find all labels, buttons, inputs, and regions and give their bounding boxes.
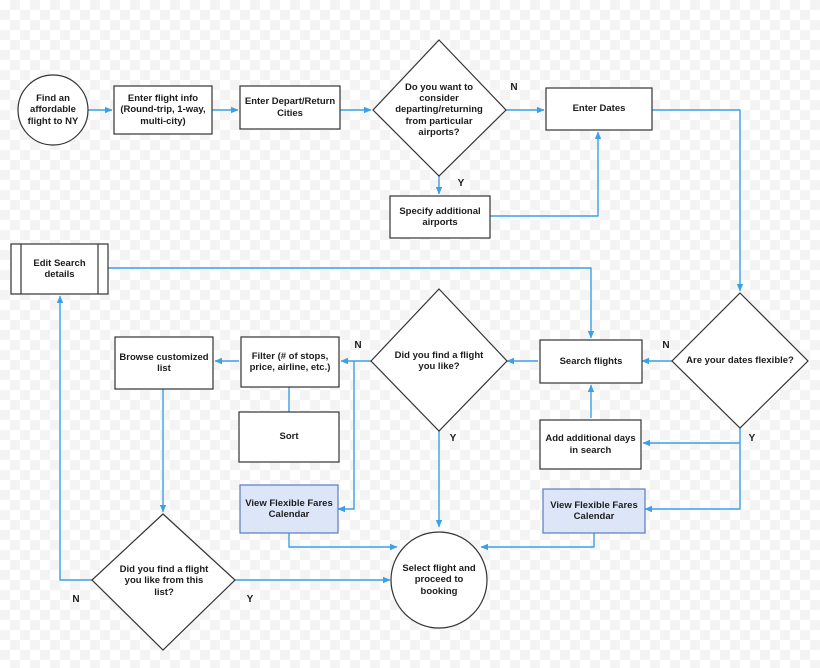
edge-enter-dates-to-dates-flexible [652,109,744,292]
airports-decision-shape [372,39,507,177]
flex-calendar-left-shape [239,484,339,534]
edge-edit-search-to-search [108,267,595,339]
flight-decision-label: Did you find a flight you like? [394,349,484,372]
depart-return-label: Enter Depart/Return Cities [244,96,336,119]
edit-search-shape [10,243,109,295]
sort-shape [238,411,340,463]
list-no-label: N [72,594,80,605]
dates-flexible-shape [671,292,809,429]
browse-list-label: Browse customized list [119,351,209,374]
edge-dates-flexible-yes-to-flex-calendar-right [644,443,741,513]
browse-list-shape [114,336,214,390]
edge-flight-decision-no-to-flex-calendar-left [337,361,355,513]
filter-label: Filter (# of stops, price, airline, etc.… [249,350,331,373]
flight-decision-shape [370,288,508,432]
flexible-no-label: N [662,340,670,351]
flex-calendar-right-label: View Flexible Fares Calendar [550,499,638,522]
start-shape [17,74,89,146]
enter-dates-shape [545,87,653,131]
select-flight-shape [390,531,488,629]
select-flight-label: Select flight and proceed to booking [402,563,476,597]
flight-info-shape [113,85,213,135]
flex-calendar-right-shape [542,488,646,534]
edit-search-label: Edit Search details [33,257,86,280]
edge-flex-calendar-right-to-select [480,533,595,551]
flight-info-label: Enter flight info (Round-trip, 1-way, mu… [120,93,206,127]
flexible-yes-label: Y [748,433,756,444]
edge-specify-to-enter-dates [490,131,602,217]
specify-airports-label: Specify additional airports [399,205,481,228]
connectors [56,106,744,584]
flex-calendar-left-label: View Flexible Fares Calendar [245,497,333,520]
search-flights-shape [539,339,643,384]
list-decision-shape [91,513,236,651]
list-decision-label: Did you find a flight you like from this… [119,564,209,598]
airports-yes-label: Y [457,178,465,189]
dates-flexible-label: Are your dates flexible? [686,355,794,367]
depart-return-shape [239,85,341,130]
flight-yes-label: Y [449,433,457,444]
search-flights-label: Search flights [559,355,623,367]
enter-dates-label: Enter Dates [572,103,626,115]
airports-decision-label: Do you want to consider departing/return… [395,81,483,138]
edge-flex-calendar-left-to-select [288,533,398,551]
specify-airports-shape [389,195,491,239]
flight-no-label: N [354,340,362,351]
list-yes-label: Y [246,594,254,605]
node-shapes [10,39,809,651]
add-days-label: Add additional days in search [545,433,636,456]
sort-label: Sort [279,431,299,443]
airports-no-label: N [510,82,518,93]
filter-shape [240,336,340,388]
edge-list-decision-no-to-edit-search [56,295,92,581]
add-days-shape [539,419,642,470]
edge-dates-flexible-yes-to-add-days [642,428,741,447]
start-label: Find an affordable flight to NY [27,93,79,127]
